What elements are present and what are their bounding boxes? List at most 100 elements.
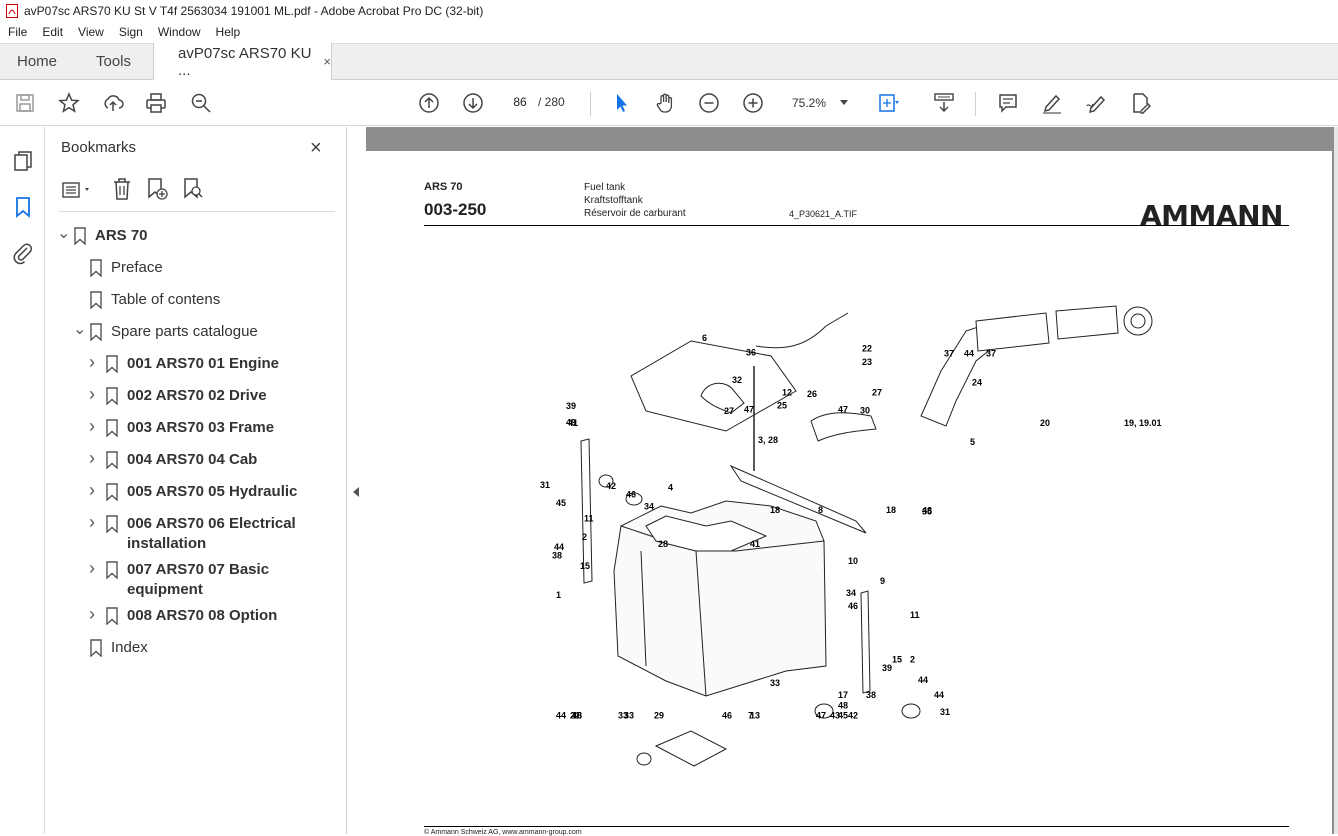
bookmark-flag-icon bbox=[90, 291, 102, 309]
vertical-scrollbar[interactable] bbox=[1334, 127, 1338, 834]
part-callout: 13 bbox=[750, 711, 760, 721]
part-callout: 44 bbox=[554, 542, 564, 552]
bookmark-item[interactable]: › 004 ARS70 04 Cab bbox=[89, 448, 258, 470]
doc-desc-de: Kraftstofftank bbox=[584, 195, 643, 206]
bookmark-label: 004 ARS70 04 Cab bbox=[127, 451, 258, 468]
attachment-icon[interactable] bbox=[11, 241, 35, 265]
part-callout: 24 bbox=[972, 377, 982, 387]
tab-home[interactable]: Home bbox=[16, 52, 57, 70]
upload-icon[interactable] bbox=[101, 91, 125, 115]
bookmark-item[interactable]: Table of contens bbox=[73, 291, 220, 310]
menu-edit[interactable]: Edit bbox=[42, 25, 64, 39]
part-callout: 15 bbox=[892, 654, 902, 664]
chevron-right-icon[interactable]: › bbox=[89, 352, 95, 372]
search-zoom-icon[interactable] bbox=[189, 91, 213, 115]
hand-icon[interactable] bbox=[653, 91, 677, 115]
bookmark-flag-icon bbox=[106, 355, 118, 373]
bookmark-label: Table of contens bbox=[111, 291, 221, 308]
chevron-right-icon[interactable]: › bbox=[89, 512, 95, 532]
bookmark-item[interactable]: Preface bbox=[73, 259, 163, 278]
find-bookmark-icon[interactable] bbox=[181, 177, 205, 201]
chevron-down-icon[interactable]: ⌄ bbox=[57, 225, 71, 242]
bookmark-item[interactable]: Index bbox=[73, 639, 148, 658]
new-bookmark-icon[interactable] bbox=[145, 177, 169, 201]
part-callout: 43 bbox=[830, 711, 840, 721]
edit-pdf-icon[interactable] bbox=[1128, 91, 1152, 115]
part-callout: 27 bbox=[872, 388, 882, 398]
menu-window[interactable]: Window bbox=[157, 25, 201, 39]
chevron-right-icon[interactable]: › bbox=[89, 416, 95, 436]
scroll-mode-icon[interactable] bbox=[932, 91, 956, 115]
save-icon[interactable] bbox=[13, 91, 37, 115]
zoom-out-icon[interactable] bbox=[697, 91, 721, 115]
print-icon[interactable] bbox=[144, 91, 168, 115]
bookmarks-title: Bookmarks bbox=[61, 139, 137, 156]
tab-close-icon[interactable]: × bbox=[323, 54, 331, 69]
bookmark-item[interactable]: ›005 ARS70 05 Hydraulic bbox=[89, 480, 297, 502]
chevron-right-icon[interactable]: › bbox=[89, 384, 95, 404]
star-icon[interactable] bbox=[57, 91, 81, 115]
chevron-right-icon[interactable]: › bbox=[89, 480, 95, 500]
collapse-panel-icon[interactable] bbox=[353, 487, 359, 497]
part-callout: 45 bbox=[556, 498, 566, 508]
bookmark-label: Preface bbox=[111, 259, 163, 276]
tab-bar: Home Tools avP07sc ARS70 KU ... × bbox=[0, 43, 1338, 80]
tab-document[interactable]: avP07sc ARS70 KU ... × bbox=[154, 43, 332, 80]
part-callout: 27 bbox=[724, 406, 734, 416]
bookmark-icon[interactable] bbox=[11, 195, 35, 219]
zoom-in-icon[interactable] bbox=[741, 91, 765, 115]
delete-icon[interactable] bbox=[111, 177, 133, 201]
ammann-logo: AMMANN bbox=[1140, 199, 1283, 232]
sign-icon[interactable] bbox=[1084, 91, 1108, 115]
bookmark-flag-icon bbox=[106, 607, 118, 625]
document-viewer[interactable]: ARS 70 003-250 Fuel tank Kraftstofftank … bbox=[366, 127, 1338, 836]
part-callout: 15 bbox=[580, 561, 590, 571]
bookmark-item[interactable]: ⌄ARS 70 bbox=[57, 225, 148, 246]
part-callout: 38 bbox=[552, 551, 562, 561]
comment-icon[interactable] bbox=[996, 91, 1020, 115]
bookmark-flag-icon bbox=[106, 483, 118, 501]
part-callout: 44 bbox=[964, 348, 974, 358]
part-callout: 2 bbox=[582, 532, 587, 542]
part-callout: 47 bbox=[744, 405, 754, 415]
zoom-value: 75.2% bbox=[792, 96, 827, 110]
chevron-right-icon[interactable]: › bbox=[89, 558, 95, 578]
menu-view[interactable]: View bbox=[78, 25, 104, 39]
bookmark-item[interactable]: ›003 ARS70 03 Frame bbox=[89, 416, 274, 438]
chevron-right-icon[interactable]: › bbox=[89, 448, 95, 468]
menu-help[interactable]: Help bbox=[215, 25, 241, 39]
part-callout: 37 bbox=[986, 348, 996, 358]
fit-page-icon[interactable] bbox=[876, 91, 900, 115]
part-callout: 44 bbox=[934, 690, 944, 700]
bookmark-item[interactable]: ›008 ARS70 08 Option bbox=[89, 604, 277, 626]
panel-collapse-strip bbox=[348, 127, 366, 834]
part-callout: 34 bbox=[644, 501, 654, 511]
select-cursor-icon[interactable] bbox=[609, 91, 633, 115]
bookmark-item[interactable]: ›001 ARS70 01 Engine bbox=[89, 352, 279, 374]
chevron-down-icon[interactable]: ⌄ bbox=[73, 321, 87, 338]
pages-thumbnail-icon[interactable] bbox=[11, 149, 35, 173]
menu-file[interactable]: File bbox=[8, 25, 28, 39]
part-callout: 46 bbox=[848, 601, 858, 611]
zoom-select[interactable]: 75.2% bbox=[784, 91, 856, 115]
part-callout: 10 bbox=[848, 556, 858, 566]
bookmark-item[interactable]: ›002 ARS70 02 Drive bbox=[89, 384, 267, 406]
bookmark-flag-icon bbox=[90, 323, 102, 341]
highlight-icon[interactable] bbox=[1040, 91, 1064, 115]
part-callout: 46 bbox=[626, 490, 636, 500]
part-callout: 37 bbox=[944, 348, 954, 358]
close-icon[interactable]: × bbox=[310, 137, 322, 159]
bookmark-options-icon[interactable] bbox=[61, 179, 95, 201]
menu-sign[interactable]: Sign bbox=[118, 25, 143, 39]
bookmark-item[interactable]: ⌄Spare parts catalogue bbox=[73, 321, 258, 342]
prev-page-icon[interactable] bbox=[417, 91, 441, 115]
next-page-icon[interactable] bbox=[461, 91, 485, 115]
toolbar-divider bbox=[975, 92, 976, 116]
page-number-input[interactable]: 86 bbox=[505, 90, 535, 114]
chevron-right-icon[interactable]: › bbox=[89, 604, 95, 624]
tab-tools[interactable]: Tools bbox=[74, 43, 154, 79]
part-callout: 25 bbox=[777, 400, 787, 410]
part-callout: 42 bbox=[606, 481, 616, 491]
